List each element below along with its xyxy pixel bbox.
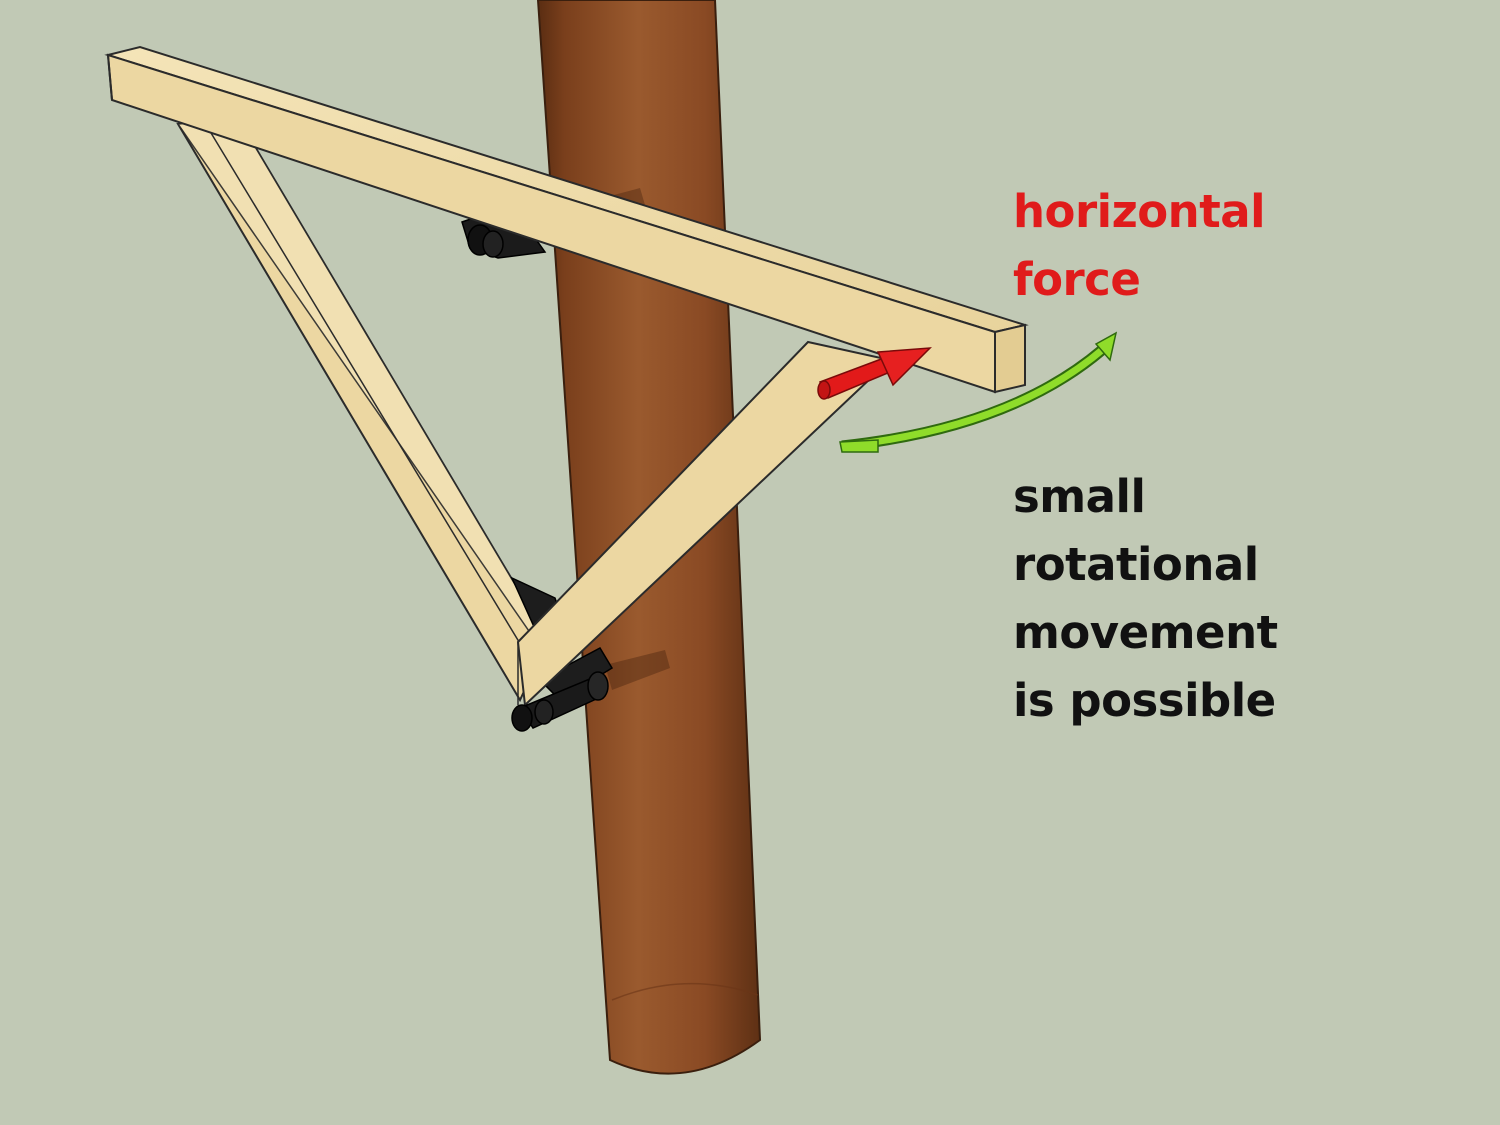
lower-bolt [511,671,609,732]
red-force-arrow-icon [817,347,932,400]
horizontal-beam [104,45,1029,394]
rotational-movement-label: small rotational movement is possible [1013,470,1278,727]
green-curved-rotation-arrow-icon [839,331,1118,453]
horizontal-force-label: horizontal force [1013,185,1266,306]
upper-bolt [461,214,547,259]
